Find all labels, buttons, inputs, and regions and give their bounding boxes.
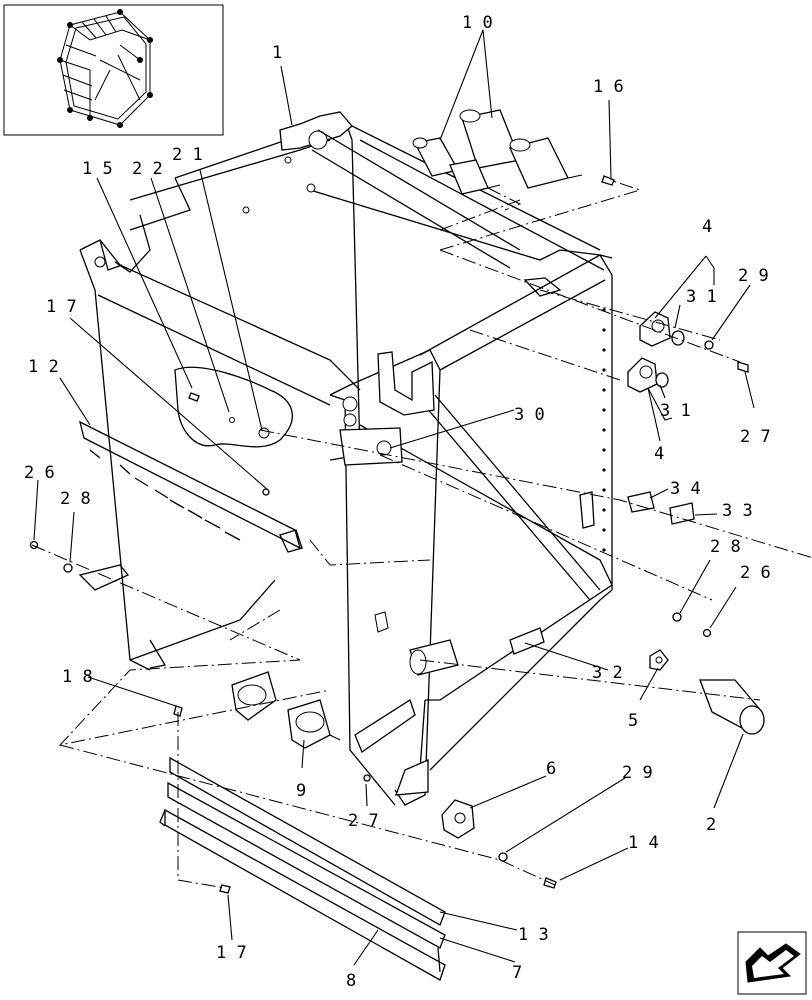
callout-28-right: 2 8 xyxy=(710,537,741,557)
callout-6: 6 xyxy=(546,759,556,779)
callout-14: 1 4 xyxy=(628,833,659,853)
callout-34: 3 4 xyxy=(670,479,701,499)
callout-28-left: 2 8 xyxy=(60,489,91,509)
callout-31-mid: 3 1 xyxy=(660,401,691,421)
callout-21: 2 1 xyxy=(172,145,203,165)
callout-32: 3 2 xyxy=(592,663,623,683)
callout-2: 2 xyxy=(706,815,716,835)
callout-4-mid: 4 xyxy=(654,444,664,464)
callout-4-top: 4 xyxy=(702,217,712,237)
callout-30: 3 0 xyxy=(514,405,545,425)
small-fasteners xyxy=(29,175,712,894)
callout-27-top: 2 7 xyxy=(740,427,771,447)
callout-17-top: 1 7 xyxy=(46,297,77,317)
callout-17-bottom: 1 7 xyxy=(216,943,247,963)
roller-tubes-part-10 xyxy=(412,109,583,195)
callout-18: 1 8 xyxy=(62,667,93,687)
callout-labels: 1 1 0 1 6 1 5 2 2 2 1 4 2 9 3 1 1 7 1 2 … xyxy=(24,13,771,991)
callout-29-top: 2 9 xyxy=(738,266,769,286)
callout-10: 1 0 xyxy=(462,13,493,33)
decals-parts-33-34 xyxy=(627,491,695,525)
callout-27-bottom: 2 7 xyxy=(348,811,379,831)
callout-31-top: 3 1 xyxy=(686,287,717,307)
callout-7: 7 xyxy=(512,963,522,983)
callout-22: 2 2 xyxy=(132,159,163,179)
direction-arrow-icon[interactable] xyxy=(737,931,807,995)
callout-16: 1 6 xyxy=(593,77,624,97)
callout-26-left: 2 6 xyxy=(24,463,55,483)
right-upright-frame xyxy=(329,254,613,806)
tine-bar-part-12 xyxy=(79,420,303,553)
frame-part-1 xyxy=(129,111,605,461)
assembly-center-lines xyxy=(31,179,812,889)
baler-overview-thumbnail-icon[interactable] xyxy=(3,4,224,136)
callout-9: 9 xyxy=(296,781,306,801)
callout-1: 1 xyxy=(272,43,282,63)
bearing-and-tube-parts xyxy=(441,649,765,839)
callout-12: 1 2 xyxy=(28,357,59,377)
callout-29-bottom: 2 9 xyxy=(622,763,653,783)
lower-rollers-part-9 xyxy=(231,611,459,749)
bearing-assemblies xyxy=(627,311,749,393)
callout-26-right: 2 6 xyxy=(740,563,771,583)
front-side-sheet xyxy=(78,214,361,671)
callout-33: 3 3 xyxy=(722,501,753,521)
callout-5: 5 xyxy=(628,711,638,731)
callout-15: 1 5 xyxy=(82,159,113,179)
bottom-rails-parts-13-7-8 xyxy=(159,756,446,981)
callout-13: 1 3 xyxy=(518,925,549,945)
callout-8: 8 xyxy=(346,971,356,991)
callout-leader-lines xyxy=(33,29,755,966)
